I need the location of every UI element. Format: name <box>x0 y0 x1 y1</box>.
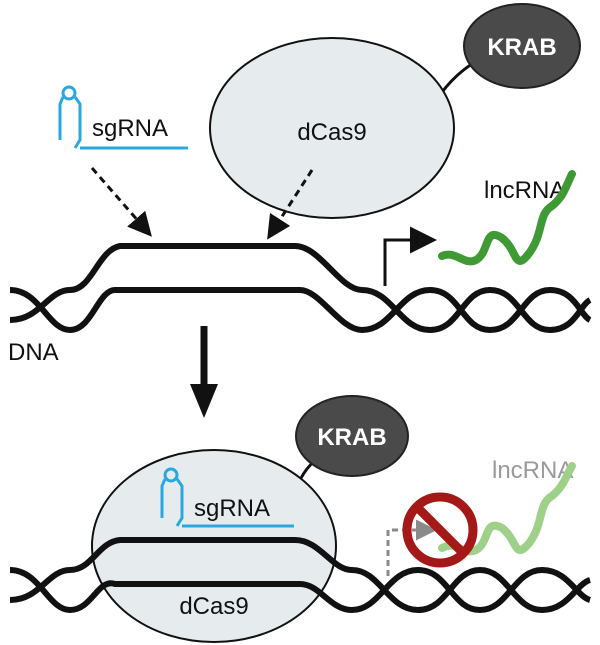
krab-domain <box>463 3 581 89</box>
sgrna-dashed-arrow <box>90 167 152 237</box>
bottom-krab-domain <box>295 395 409 477</box>
blocked-promoter-arrow <box>386 519 437 576</box>
top-panel: dCas9 KRAB sgRNA lncRNA DNA <box>8 3 592 366</box>
sgrna-label: sgRNA <box>92 115 168 142</box>
bottom-krab-label: KRAB <box>317 424 386 451</box>
bottom-sgrna-molecule <box>160 467 294 528</box>
top-dna-strand-b <box>9 243 592 334</box>
dna-label: DNA <box>8 339 59 366</box>
bottom-sgrna-label: sgRNA <box>194 495 270 522</box>
sgrna-molecule <box>58 85 188 150</box>
dcas9-protein <box>209 37 455 219</box>
bottom-dna-strand-b <box>9 537 592 614</box>
sgrna-hairpin-loop <box>61 85 77 101</box>
lncrna-transcript <box>438 170 576 266</box>
inhibition-icon <box>402 492 478 568</box>
bottom-lncrna-label: lncRNA <box>492 457 573 484</box>
top-dna <box>9 243 592 334</box>
bottom-dcas9-label: dCas9 <box>179 593 248 620</box>
krab-label: KRAB <box>487 34 556 61</box>
top-dna-strand-a <box>9 286 592 334</box>
bottom-panel: KRAB sgRNA dCas9 lncRNA <box>9 395 592 643</box>
lncrna-label: lncRNA <box>484 177 565 204</box>
transition-arrow <box>190 326 218 418</box>
bottom-lncrna-transcript <box>438 462 576 556</box>
dcas9-label: dCas9 <box>297 119 366 146</box>
promoter-arrow <box>383 226 437 286</box>
bottom-dna <box>9 537 592 614</box>
bottom-dcas9-protein <box>91 449 337 643</box>
dcas9-dashed-arrow <box>267 169 314 240</box>
sgrna-hairpin-stem <box>58 96 82 149</box>
